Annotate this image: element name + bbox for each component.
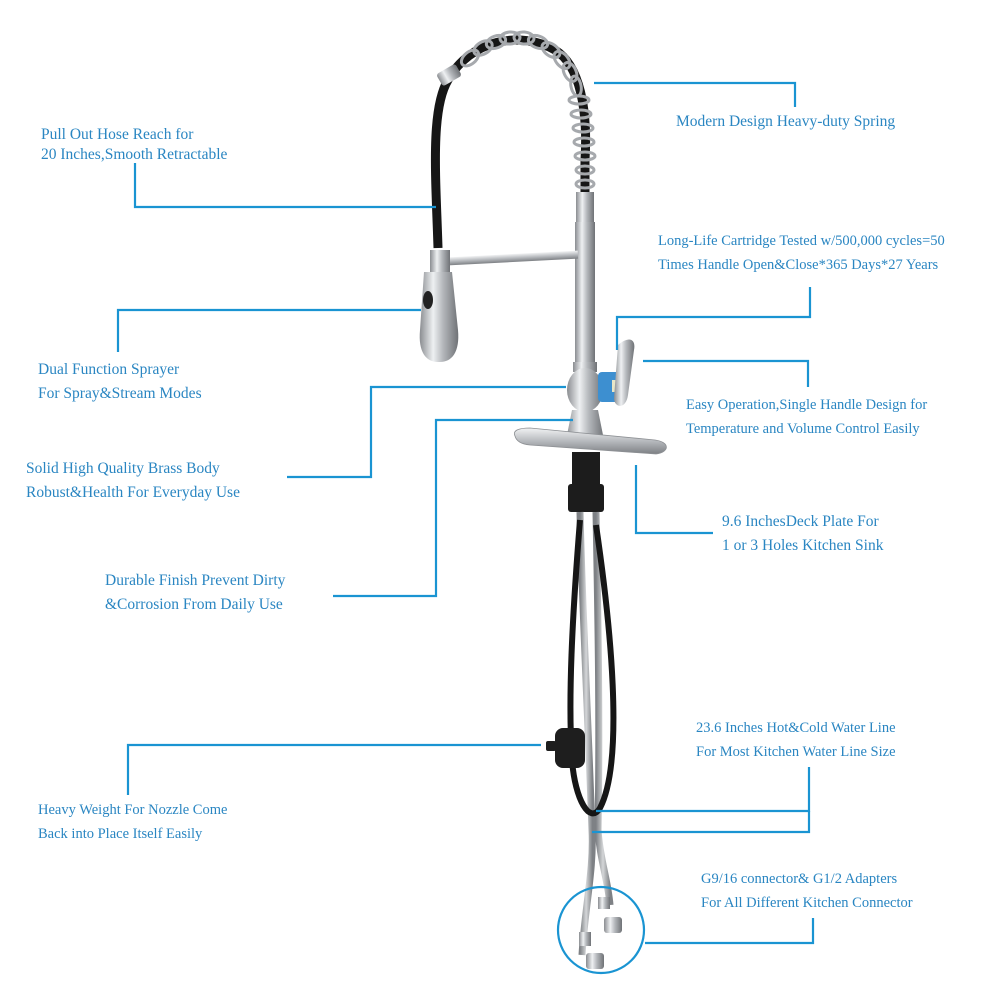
hose-weight-icon <box>546 728 585 768</box>
hose-loop-icon <box>567 519 617 817</box>
callout-deck-plate: 9.6 InchesDeck Plate For 1 or 3 Holes Ki… <box>722 510 883 558</box>
callout-text: Solid High Quality Brass Body <box>26 460 220 477</box>
callout-spring: Modern Design Heavy-duty Spring <box>676 110 895 134</box>
callout-water-line: 23.6 Inches Hot&Cold Water Line For Most… <box>696 716 896 764</box>
faucet-arm <box>447 250 579 266</box>
callout-text: Long-Life Cartridge Tested w/500,000 cyc… <box>658 233 945 249</box>
callout-finish: Durable Finish Prevent Dirty &Corrosion … <box>105 569 285 617</box>
callout-text: Times Handle Open&Close*365 Days*27 Year… <box>658 257 939 273</box>
water-lines-icon <box>576 511 614 956</box>
callout-text: Dual Function Sprayer <box>38 361 180 378</box>
callout-text: For Spray&Stream Modes <box>38 385 202 402</box>
callout-handle: Easy Operation,Single Handle Design for … <box>686 393 927 441</box>
callout-weight: Heavy Weight For Nozzle Come Back into P… <box>38 798 227 846</box>
callout-text: Modern Design Heavy-duty Spring <box>676 113 896 130</box>
deck-plate-icon <box>513 427 667 455</box>
callout-text: Robust&Health For Everyday Use <box>26 484 240 501</box>
callout-text: Heavy Weight For Nozzle Come <box>38 802 228 818</box>
callout-text: Easy Operation,Single Handle Design for <box>686 397 928 413</box>
callout-connector: G9/16 connector& G1/2 Adapters For All D… <box>701 867 913 915</box>
sprayer-head-icon <box>419 250 459 362</box>
callout-text: For Most Kitchen Water Line Size <box>696 744 896 760</box>
callout-text: For All Different Kitchen Connector <box>701 895 913 911</box>
faucet-column <box>575 222 595 370</box>
callout-lines <box>116 81 815 945</box>
callout-cartridge: Long-Life Cartridge Tested w/500,000 cyc… <box>658 229 945 277</box>
callout-brass: Solid High Quality Brass Body Robust&Hea… <box>26 457 240 505</box>
spring-hose-icon <box>430 30 597 249</box>
callout-text: 1 or 3 Holes Kitchen Sink <box>722 537 884 554</box>
connector-adapters-icon <box>579 897 622 969</box>
callout-text: &Corrosion From Daily Use <box>105 596 283 613</box>
callout-text: 20 Inches,Smooth Retractable <box>41 146 228 163</box>
faucet-body-icon <box>566 339 635 440</box>
callout-sprayer: Dual Function Sprayer For Spray&Stream M… <box>38 358 202 406</box>
callout-hose: Pull Out Hose Reach for 20 Inches,Smooth… <box>41 125 227 165</box>
callout-text: Durable Finish Prevent Dirty <box>105 572 286 589</box>
callout-text: 23.6 Inches Hot&Cold Water Line <box>696 720 896 736</box>
callout-text: Pull Out Hose Reach for <box>41 126 194 143</box>
callout-text: Back into Place Itself Easily <box>38 826 203 842</box>
callout-text: 9.6 InchesDeck Plate For <box>722 513 879 530</box>
callout-text: Temperature and Volume Control Easily <box>686 421 920 437</box>
connector-highlight-circle <box>556 885 646 975</box>
callout-text: G9/16 connector& G1/2 Adapters <box>701 871 898 887</box>
